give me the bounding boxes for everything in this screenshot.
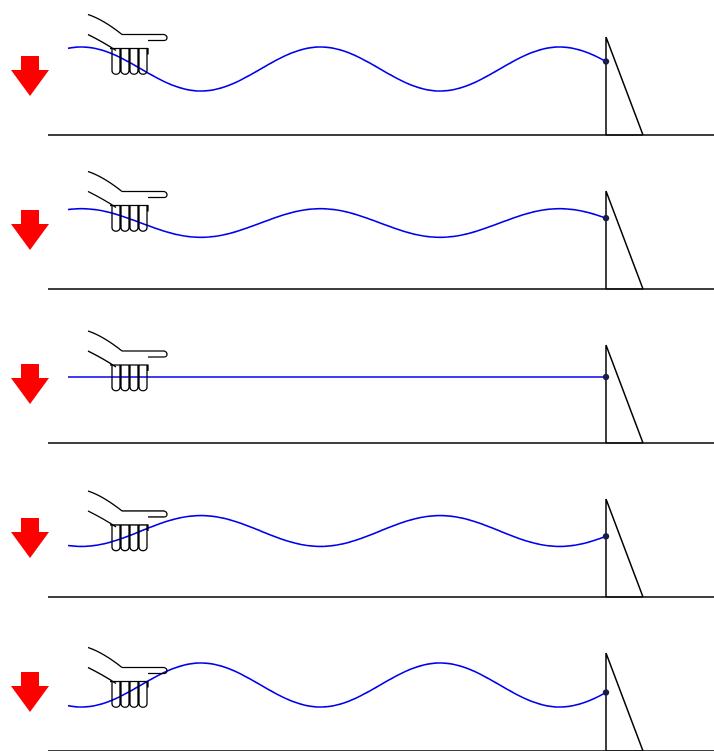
hand-finger — [120, 524, 130, 552]
standing-wave — [67, 46, 607, 92]
hand-arm-line — [87, 330, 123, 352]
wall-attachment-dot — [602, 214, 610, 222]
wall-attachment-dot — [602, 373, 610, 381]
hand-thumb — [122, 666, 168, 675]
standing-wave — [67, 662, 607, 708]
hand-palm — [110, 47, 149, 55]
hand-icon — [87, 170, 168, 232]
down-arrow-icon — [11, 518, 49, 558]
hand-finger — [138, 681, 148, 708]
wall-attachment-dot — [602, 58, 610, 65]
hand-arm-line — [87, 646, 123, 669]
hand-finger — [138, 205, 148, 232]
standing-wave — [67, 207, 607, 239]
hand-finger — [111, 205, 121, 232]
down-arrow-icon — [11, 364, 49, 404]
hand-arm-line — [87, 510, 117, 528]
hand-arm-line — [87, 490, 123, 512]
hand-icon — [87, 490, 168, 552]
hand-arm-line — [87, 170, 123, 192]
hand-arm-line — [87, 350, 117, 368]
hand-finger — [138, 524, 148, 552]
hand-finger — [120, 205, 130, 232]
hand-arm-line — [87, 190, 117, 209]
hand-finger — [111, 365, 121, 392]
hand-palm — [110, 364, 149, 371]
hand-finger — [129, 524, 139, 552]
wall-support — [605, 36, 644, 136]
hand-icon — [87, 646, 168, 708]
hand-finger — [129, 365, 139, 392]
hand-finger — [129, 205, 139, 232]
panel-4 — [11, 490, 714, 598]
hand-finger — [120, 681, 130, 708]
hand-finger — [138, 365, 148, 392]
hand-icon — [87, 13, 168, 75]
hand-finger — [111, 524, 121, 552]
down-arrow-icon — [11, 672, 49, 712]
hand-palm — [110, 204, 149, 212]
wall-support — [605, 498, 644, 598]
panel-3 — [11, 330, 714, 444]
hand-finger — [120, 365, 130, 392]
hand-arm-line — [87, 33, 117, 52]
hand-finger — [138, 48, 148, 75]
hand-thumb — [122, 33, 168, 42]
wall-support — [605, 190, 644, 290]
standing-wave — [67, 514, 607, 548]
wall-support — [605, 344, 644, 444]
hand-finger — [111, 48, 121, 75]
hand-finger — [129, 48, 139, 75]
wall-attachment-dot — [602, 689, 610, 696]
hand-arm-line — [87, 13, 123, 36]
panel-5 — [11, 646, 714, 751]
down-arrow-icon — [11, 56, 49, 96]
hand-palm — [110, 524, 149, 531]
hand-finger — [120, 48, 130, 75]
hand-thumb — [122, 510, 168, 518]
wall-support — [605, 652, 644, 751]
hand-icon — [87, 330, 168, 392]
down-arrow-icon — [11, 210, 49, 250]
hand-finger — [129, 681, 139, 708]
panel-1 — [11, 13, 714, 136]
hand-arm-line — [87, 666, 117, 685]
hand-thumb — [122, 190, 168, 199]
panel-2 — [11, 170, 714, 290]
wall-attachment-dot — [602, 533, 610, 540]
hand-palm — [110, 680, 149, 688]
hand-thumb — [122, 350, 168, 358]
hand-finger — [111, 681, 121, 708]
